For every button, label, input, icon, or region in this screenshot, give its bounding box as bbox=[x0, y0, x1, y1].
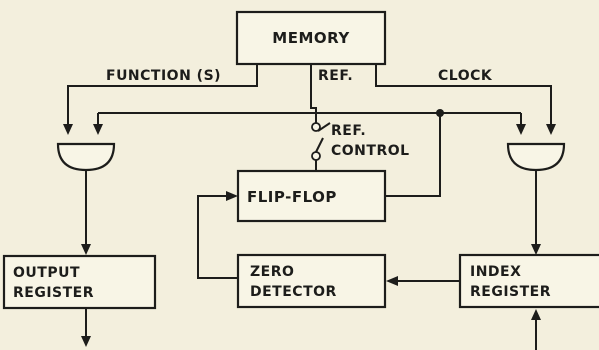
ref-control-switch bbox=[311, 122, 331, 171]
index-register-label-line1: INDEX bbox=[470, 264, 521, 280]
index-register-arrowhead bbox=[531, 244, 541, 255]
index-register-label-line2: REGISTER bbox=[470, 284, 551, 300]
ref-bus-left-arrowhead bbox=[93, 124, 103, 135]
zero-to-flipflop-wire bbox=[197, 195, 238, 279]
zero-detector-label-line2: DETECTOR bbox=[250, 284, 337, 300]
left-and-gate bbox=[56, 142, 116, 172]
ref-wire bbox=[310, 64, 317, 123]
memory-block: MEMORY bbox=[235, 10, 387, 66]
ref-bus-right-arrowhead bbox=[516, 124, 526, 135]
zero-detector-block: ZERO DETECTOR bbox=[236, 253, 387, 309]
clock-arrowhead bbox=[546, 124, 556, 135]
output-register-label-line1: OUTPUT bbox=[13, 265, 80, 281]
clock-wire bbox=[375, 64, 552, 128]
clock-label: CLOCK bbox=[438, 68, 493, 84]
ref-control-label-line2: CONTROL bbox=[331, 143, 410, 159]
functions-wire bbox=[67, 64, 258, 128]
zero-detector-label-line1: ZERO bbox=[250, 264, 294, 280]
ref-control-label-line1: REF. bbox=[331, 123, 366, 139]
index-register-in-arrowhead bbox=[531, 309, 541, 320]
flip-flop-label: FLIP-FLOP bbox=[247, 188, 337, 206]
output-register-label-line2: REGISTER bbox=[13, 285, 94, 301]
zero-detector-arrowhead bbox=[386, 276, 398, 286]
ref-label: REF. bbox=[318, 68, 353, 84]
output-register-block: OUTPUT REGISTER bbox=[2, 254, 157, 310]
functions-arrowhead bbox=[63, 124, 73, 135]
output-register-arrowhead bbox=[81, 244, 91, 255]
functions-label: FUNCTION (S) bbox=[106, 68, 221, 84]
output-register-out-arrowhead bbox=[81, 336, 91, 347]
index-register-block: INDEX REGISTER bbox=[458, 253, 599, 309]
flipflop-output-wire bbox=[385, 113, 441, 197]
flipflop-input-arrowhead bbox=[226, 191, 238, 201]
memory-label: MEMORY bbox=[272, 29, 350, 47]
flip-flop-block: FLIP-FLOP bbox=[236, 169, 387, 223]
right-and-gate bbox=[506, 142, 566, 172]
